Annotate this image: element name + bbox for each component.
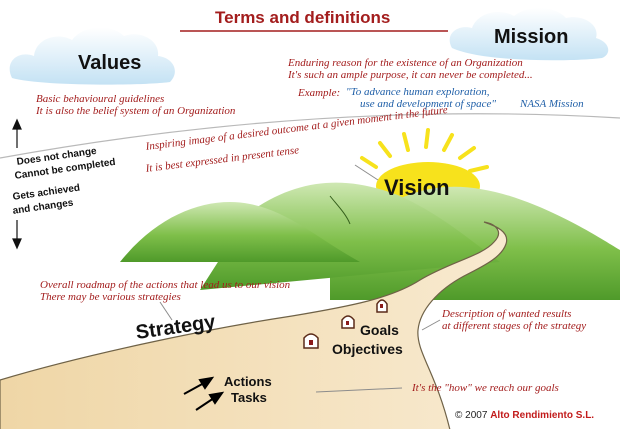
values-desc-2: It is also the belief system of an Organ… [36, 105, 236, 117]
sun-icon [360, 128, 489, 173]
values-cloud [9, 27, 175, 85]
action-arrow-icon-1 [183, 376, 215, 395]
page-title: Terms and definitions [215, 8, 391, 27]
down-arrow-icon [12, 220, 22, 250]
tasks-heading: Tasks [231, 390, 267, 405]
hill-middle [200, 182, 500, 290]
action-arrow-icon-2 [195, 391, 225, 411]
vision-heading: Vision [384, 175, 450, 200]
horizon-line [0, 113, 620, 159]
values-heading: Values [78, 52, 142, 74]
goals-desc-2: at different stages of the strategy [442, 320, 587, 332]
mission-example-label: Example: [298, 87, 341, 99]
milestone-arch-icon-3 [376, 299, 388, 313]
road [0, 221, 508, 429]
actions-desc: It's the "how" we reach our goals [412, 382, 559, 394]
mission-example-source: NASA Mission [520, 98, 584, 110]
goals-desc-1: Description of wanted results [442, 308, 572, 320]
goals-heading: Goals [360, 322, 399, 338]
milestone-arch-icon-2 [341, 315, 355, 329]
copyright: © 2007 Alto Rendimiento S.L. [455, 410, 594, 421]
strategy-desc-2: There may be various strategies [40, 291, 181, 303]
mission-example-2: use and development of space" [360, 98, 496, 110]
mission-desc-2: It's such an ample purpose, it can never… [288, 69, 533, 81]
mission-heading: Mission [494, 26, 569, 48]
connector-lines [159, 164, 441, 393]
hill-left [120, 202, 360, 262]
objectives-heading: Objectives [332, 341, 403, 357]
copyright-brand: Alto Rendimiento S.L. [490, 410, 595, 421]
mission-example-1: "To advance human exploration, [346, 86, 490, 98]
strategy-desc-1: Overall roadmap of the actions that lead… [40, 279, 291, 291]
mission-cloud [449, 7, 609, 61]
values-desc-1: Basic behavioural guidelines [36, 93, 165, 105]
milestone-arch-icon-1 [303, 333, 319, 349]
hill-ridge [329, 195, 351, 225]
actions-heading: Actions [224, 374, 272, 389]
mission-desc-1: Enduring reason for the existence of an … [288, 57, 523, 69]
up-arrow-icon [12, 118, 22, 148]
copyright-prefix: © 2007 [455, 410, 488, 421]
